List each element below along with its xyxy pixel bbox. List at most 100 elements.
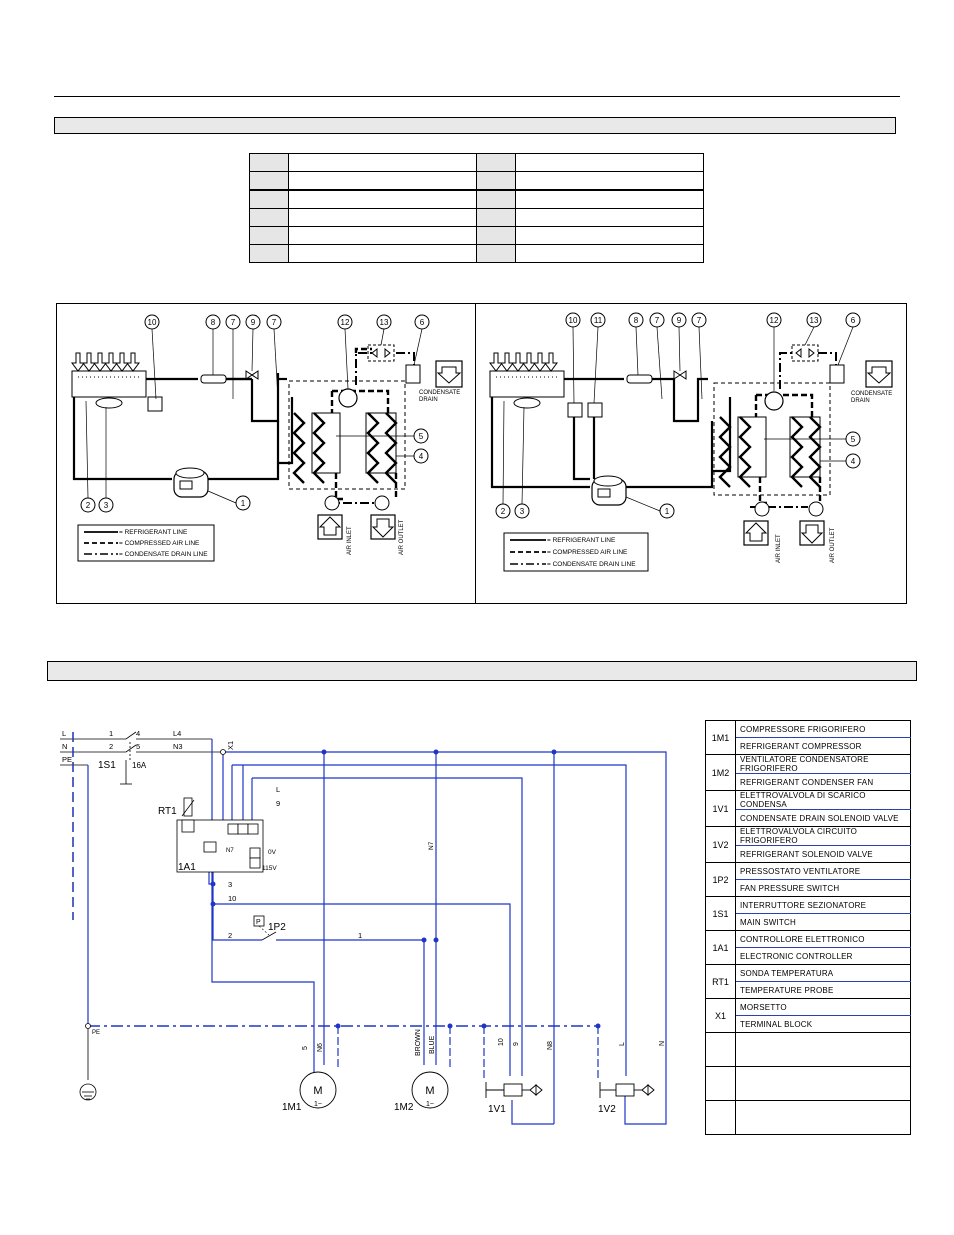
wire-label: 10 bbox=[498, 1038, 505, 1046]
component-label-1m2: 1M2 bbox=[394, 1102, 414, 1113]
callout-label: 7 bbox=[272, 318, 277, 327]
air-inlet-label: AIR INLET bbox=[776, 534, 782, 563]
air-outlet-label: AIR OUTLET bbox=[399, 519, 405, 555]
callout-label: 3 bbox=[104, 501, 109, 510]
table-row: FAN PRESSURE SWITCH bbox=[706, 879, 911, 897]
legend-english: ELECTRONIC CONTROLLER bbox=[735, 947, 911, 965]
callout-label: 9 bbox=[251, 318, 256, 327]
legend-code: 1V2 bbox=[705, 826, 736, 863]
table-row: REFRIGERANT SOLENOID VALVE bbox=[706, 845, 911, 863]
condensate-drain-label: DRAIN bbox=[851, 398, 870, 404]
line-legend-compressed-air: = COMPRESSED AIR LINE bbox=[119, 540, 200, 547]
legend-italian: COMPRESSORE FRIGORIFERO bbox=[735, 720, 911, 738]
left-circuit: 10 8 7 9 7 12 13 6 5 4 1 2 3 CONDENSATE … bbox=[71, 314, 463, 562]
component-label-1m1: 1M1 bbox=[282, 1102, 302, 1113]
top-rule bbox=[54, 96, 900, 97]
line-legend-condensate: = CONDENSATE DRAIN LINE bbox=[119, 551, 208, 558]
panel-divider bbox=[475, 303, 476, 604]
probe-label: RT1 bbox=[158, 806, 177, 817]
legend-italian: VENTILATORE CONDENSATORE FRIGORIFERO bbox=[735, 754, 911, 774]
callout-label: 7 bbox=[655, 316, 660, 325]
legend-english: REFRIGERANT COMPRESSOR bbox=[735, 737, 911, 755]
controller-115v: 115V bbox=[262, 865, 277, 872]
table-row: REFRIGERANT COMPRESSOR bbox=[706, 737, 911, 755]
callout-label: 5 bbox=[851, 435, 856, 444]
wire-number: 4 bbox=[136, 729, 140, 738]
wire-number: L4 bbox=[173, 729, 181, 738]
wiring-diagram: L N PE 1 2 4 5 L4 N3 X1 L 9 3 10 2 1 N7 … bbox=[60, 729, 667, 1125]
legend-code: 1A1 bbox=[705, 930, 736, 965]
table-row bbox=[249, 171, 704, 191]
condensate-drain-label: CONDENSATE bbox=[851, 391, 892, 397]
legend-english: CONDENSATE DRAIN SOLENOID VALVE bbox=[735, 809, 911, 827]
wire-number: 10 bbox=[228, 894, 236, 903]
callout-label: 6 bbox=[851, 316, 856, 325]
terminal-x1: X1 bbox=[226, 741, 235, 750]
callout-label: 8 bbox=[634, 316, 639, 325]
table-row bbox=[249, 244, 704, 263]
motor-symbol: M bbox=[425, 1085, 434, 1097]
table-row bbox=[705, 1032, 911, 1067]
legend-italian: PRESSOSTATO VENTILATORE bbox=[735, 862, 911, 880]
legend-code: X1 bbox=[705, 998, 736, 1033]
wire-label: 5 bbox=[302, 1046, 309, 1050]
callout-label: 13 bbox=[380, 318, 389, 327]
wire-label: 9 bbox=[513, 1042, 520, 1046]
line-legend-condensate: = CONDENSATE DRAIN LINE bbox=[547, 561, 636, 568]
pressure-switch-symbol: P bbox=[256, 919, 261, 926]
legend-code: 1V1 bbox=[705, 790, 736, 827]
wire-number: 1 bbox=[358, 931, 362, 940]
table-row bbox=[705, 1066, 911, 1101]
pe-node-label: PE bbox=[92, 1030, 100, 1036]
line-legend-compressed-air: = COMPRESSED AIR LINE bbox=[547, 549, 628, 556]
callout-label: 13 bbox=[810, 316, 819, 325]
table-row: TEMPERATURE PROBE bbox=[706, 981, 911, 999]
table-row: CONDENSATE DRAIN SOLENOID VALVE bbox=[706, 809, 911, 827]
section-header-bar-1 bbox=[54, 117, 896, 134]
table-row bbox=[705, 1100, 911, 1135]
callout-label: 7 bbox=[697, 316, 702, 325]
table-row bbox=[249, 226, 704, 245]
table-row: REFRIGERANT CONDENSER FAN bbox=[706, 773, 911, 791]
legend-italian: CONTROLLORE ELETTRONICO bbox=[735, 930, 911, 948]
callout-label: 2 bbox=[501, 507, 506, 516]
legend-italian: INTERRUTTORE SEZIONATORE bbox=[735, 896, 911, 914]
wire-label: BLUE bbox=[429, 1035, 436, 1054]
right-circuit: 10 11 8 7 9 7 12 13 6 5 4 1 2 3 CONDENSA… bbox=[489, 312, 893, 572]
motor-phase: 1~ bbox=[314, 1101, 322, 1108]
pressure-switch-label: 1P2 bbox=[268, 922, 286, 933]
legend-code: 1M2 bbox=[705, 754, 736, 791]
legend-english: REFRIGERANT CONDENSER FAN bbox=[735, 773, 911, 791]
legend-italian: ELETTROVALVOLA DI SCARICO CONDENSA bbox=[735, 790, 911, 810]
callout-label: 1 bbox=[665, 507, 670, 516]
wire-number: L bbox=[276, 785, 280, 794]
callout-label: 8 bbox=[211, 318, 216, 327]
motor-1m1-icon bbox=[299, 1071, 337, 1109]
ground-icon bbox=[79, 1083, 97, 1101]
condensate-drain-label: DRAIN bbox=[419, 397, 438, 403]
callout-label: 4 bbox=[419, 452, 424, 461]
table-row: ELECTRONIC CONTROLLER bbox=[706, 947, 911, 965]
wire-label: N8 bbox=[547, 1041, 554, 1050]
refrigerant-diagram-panel bbox=[56, 303, 907, 604]
table-row bbox=[249, 208, 704, 227]
callout-label: 7 bbox=[231, 318, 236, 327]
wire-number: 9 bbox=[276, 799, 280, 808]
legend-english: TERMINAL BLOCK bbox=[735, 1015, 911, 1033]
callout-label: 5 bbox=[419, 432, 424, 441]
legend-english: TEMPERATURE PROBE bbox=[735, 981, 911, 999]
callout-label: 12 bbox=[341, 318, 350, 327]
motor-phase: 1~ bbox=[426, 1101, 434, 1108]
callout-label: 1 bbox=[241, 499, 246, 508]
main-switch-rating: 16A bbox=[132, 761, 147, 770]
wire-number: 2 bbox=[228, 931, 232, 940]
callout-label: 4 bbox=[851, 457, 856, 466]
